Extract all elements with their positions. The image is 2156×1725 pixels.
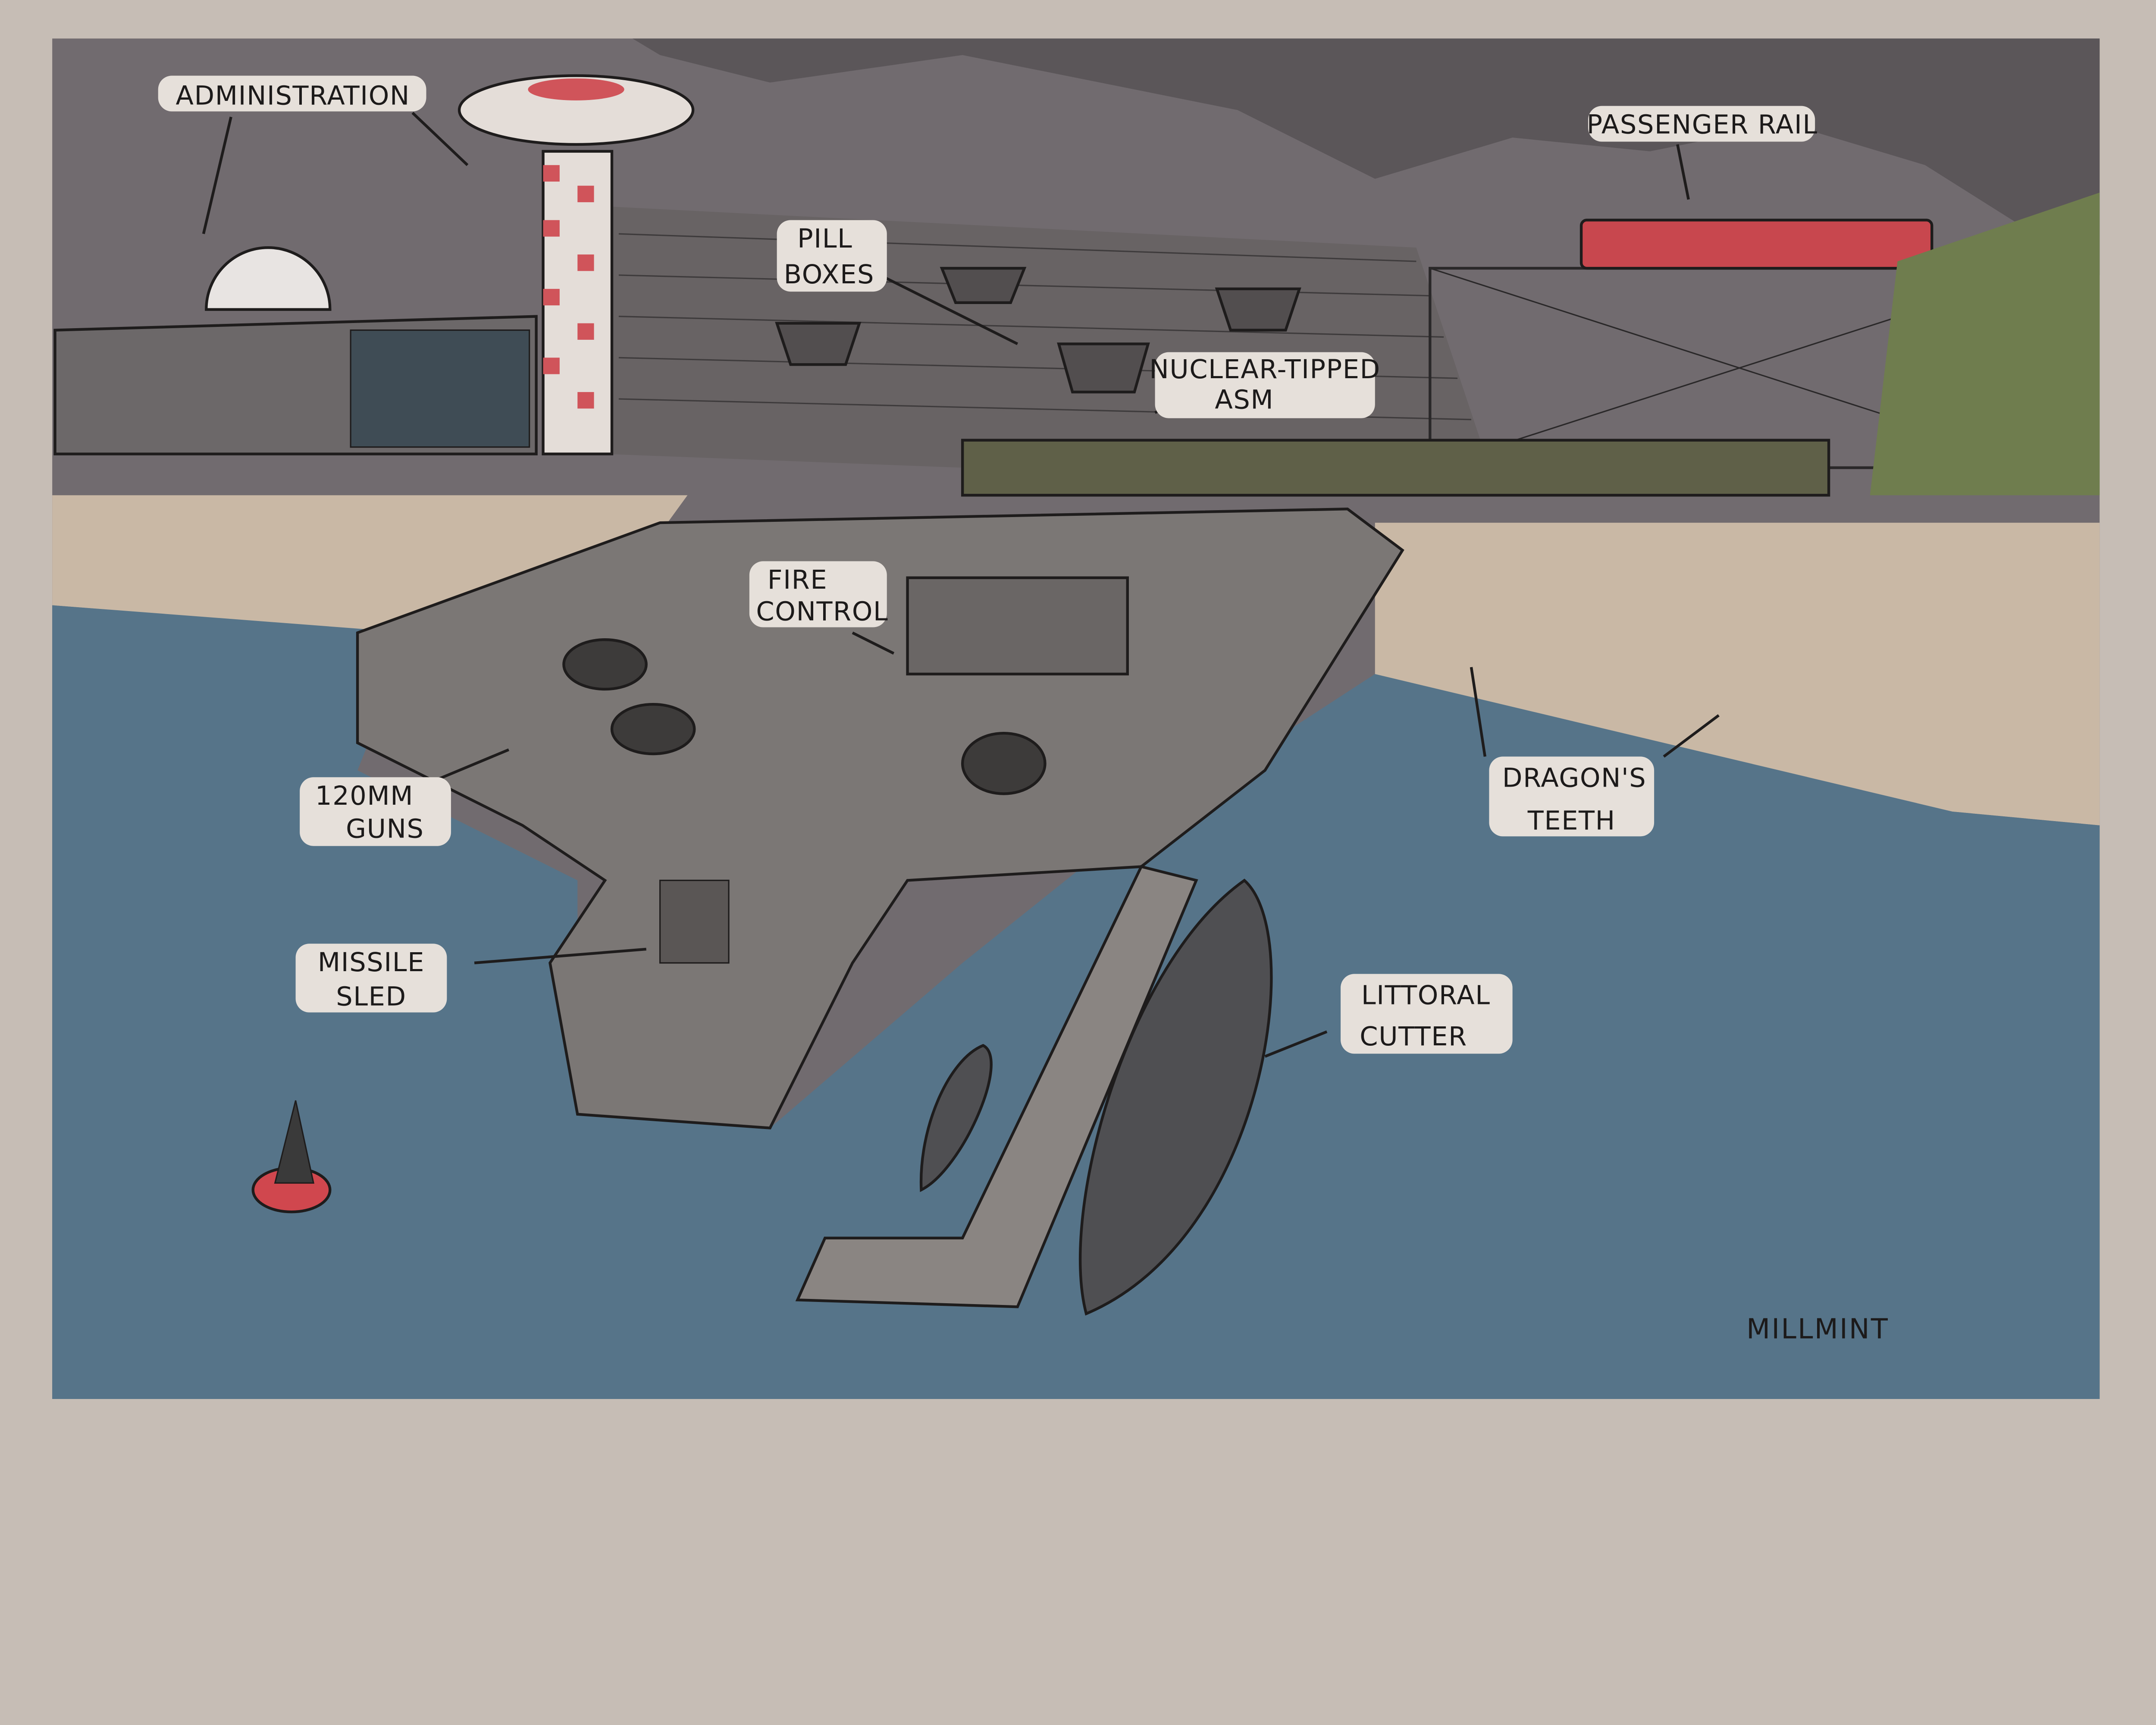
beach-right bbox=[1375, 523, 2100, 825]
hills bbox=[632, 38, 2100, 275]
passenger-train bbox=[1579, 219, 1934, 270]
label-120mm-guns: 120MM GUNS bbox=[300, 777, 451, 846]
label-nuclear-asm: NUCLEAR-TIPPED ASM bbox=[1149, 352, 1380, 418]
control-tower bbox=[458, 74, 695, 455]
label-administration: ADMINISTRATION bbox=[158, 75, 426, 112]
terraced-slope bbox=[605, 206, 1485, 468]
label-text: BOXES bbox=[784, 260, 874, 290]
label-fire-control: FIRE CONTROL bbox=[749, 561, 888, 627]
label-text: DRAGON'S bbox=[1502, 763, 1646, 794]
scene bbox=[52, 38, 2100, 1399]
missile-sled bbox=[659, 879, 730, 964]
hillside-grass bbox=[1870, 192, 2100, 496]
label-missile-sled: MISSILE SLED bbox=[295, 944, 447, 1013]
pillboxes bbox=[775, 267, 1301, 394]
label-dragons-teeth: DRAGON'S TEETH bbox=[1489, 756, 1655, 837]
label-text: PASSENGER RAIL bbox=[1587, 110, 1818, 140]
label-pill-boxes: PILL BOXES bbox=[777, 220, 887, 292]
label-text: ADMINISTRATION bbox=[176, 81, 410, 111]
label-text: TEETH bbox=[1527, 806, 1616, 836]
gun-turrets bbox=[562, 638, 1047, 795]
label-text: 120MM bbox=[315, 781, 414, 811]
artist-signature: MILLMINT bbox=[1746, 1314, 1889, 1346]
label-text: CONTROL bbox=[756, 597, 888, 627]
littoral-cutter-ship bbox=[1078, 878, 1273, 1316]
label-text: NUCLEAR-TIPPED bbox=[1149, 354, 1380, 385]
radar-dome bbox=[205, 246, 332, 311]
military-train bbox=[961, 439, 1830, 497]
label-text: SLED bbox=[336, 982, 406, 1012]
label-text: LITTORAL bbox=[1361, 981, 1491, 1011]
patrol-boat bbox=[919, 1044, 993, 1192]
admin-glass-facade bbox=[350, 329, 530, 448]
label-text: PILL bbox=[797, 224, 852, 254]
buoy bbox=[251, 1100, 332, 1214]
fire-control-bunker bbox=[906, 576, 1129, 676]
label-text: ASM bbox=[1215, 385, 1274, 415]
label-littoral-cutter: LITTORAL CUTTER bbox=[1341, 974, 1513, 1054]
label-text: GUNS bbox=[346, 814, 424, 844]
fortress-illustration: ADMINISTRATION PASSENGER RAIL PILL BOXES… bbox=[52, 38, 2100, 1399]
label-passenger-rail: PASSENGER RAIL bbox=[1587, 106, 1818, 142]
label-text: FIRE bbox=[768, 565, 827, 595]
label-text: CUTTER bbox=[1360, 1022, 1467, 1052]
label-text: MISSILE bbox=[318, 947, 425, 978]
pier bbox=[795, 865, 1198, 1308]
